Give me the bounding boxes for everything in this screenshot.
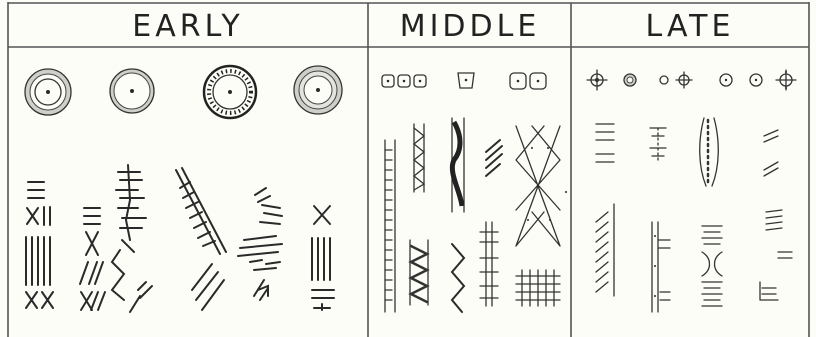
late-circle-4 xyxy=(720,74,762,86)
early-motif-6 xyxy=(312,206,334,310)
middle-motif-1 xyxy=(385,140,395,312)
middle-motif-7 xyxy=(516,270,560,306)
late-motif-5 xyxy=(596,204,614,296)
early-motif-1 xyxy=(26,182,53,308)
early-motif-5 xyxy=(238,188,282,300)
late-circle-motifs xyxy=(587,70,796,90)
early-ring-3 xyxy=(204,66,256,118)
late-circle-2 xyxy=(624,74,636,86)
middle-motif-5 xyxy=(516,126,567,246)
late-motif-6 xyxy=(652,222,670,312)
early-line-motifs xyxy=(26,165,334,312)
column-header-early: EARLY xyxy=(132,9,243,44)
middle-boxes-2 xyxy=(458,73,474,88)
early-ring-1 xyxy=(25,69,71,115)
late-motif-3 xyxy=(700,118,719,186)
late-motif-8 xyxy=(760,210,792,300)
late-motif-2 xyxy=(650,128,666,160)
late-motif-4 xyxy=(764,130,778,176)
middle-motif-3 xyxy=(452,118,464,212)
middle-boxes-1 xyxy=(382,75,426,87)
middle-boxes-3 xyxy=(510,73,546,89)
middle-line-motifs xyxy=(385,118,567,312)
early-motif-4 xyxy=(176,168,226,310)
late-circle-3 xyxy=(660,72,692,88)
late-circle-1 xyxy=(587,70,607,90)
middle-motif-2 xyxy=(410,124,428,305)
early-motif-2 xyxy=(80,208,105,310)
middle-motif-6 xyxy=(480,222,498,306)
late-line-motifs xyxy=(596,118,792,312)
early-motif-3 xyxy=(112,165,152,312)
late-motif-7 xyxy=(702,226,722,306)
early-ring-motifs xyxy=(25,66,342,118)
middle-box-motifs xyxy=(382,73,546,89)
late-motif-1 xyxy=(596,124,614,162)
early-ring-4 xyxy=(294,66,342,114)
column-header-late: LATE xyxy=(646,9,735,44)
late-circle-5 xyxy=(776,70,796,90)
early-ring-2 xyxy=(110,69,154,113)
column-header-middle: MIDDLE xyxy=(400,9,541,44)
